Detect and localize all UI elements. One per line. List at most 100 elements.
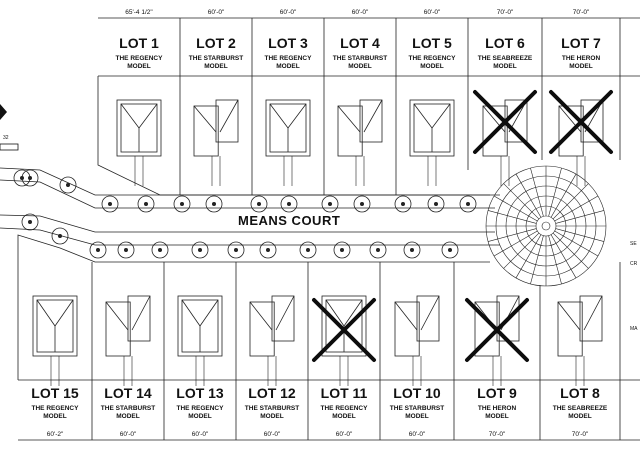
- house-footprint: [116, 99, 162, 157]
- model-label: MODEL: [332, 413, 356, 420]
- tree-icon: [59, 176, 77, 194]
- model-label: MODEL: [204, 63, 228, 70]
- house-footprint: [557, 295, 603, 357]
- model-name: THE STARBURST: [333, 55, 387, 62]
- tree-icon: [151, 241, 169, 259]
- tree-icon: [441, 241, 459, 259]
- tree-icon: [427, 195, 445, 213]
- lot-width: 60'-0": [280, 9, 297, 16]
- model-name: THE STARBURST: [101, 405, 155, 412]
- crossed-out-mark-icon: [465, 298, 529, 362]
- tree-icon: [250, 195, 268, 213]
- lot-number: LOT 10: [393, 385, 441, 401]
- house-footprint: [409, 99, 455, 157]
- model-name: THE SEABREEZE: [553, 405, 608, 412]
- house-footprint: [394, 295, 440, 357]
- model-name: THE REGENCY: [32, 405, 80, 412]
- lot-number: LOT 7: [561, 35, 601, 51]
- crossed-out-mark-icon: [473, 90, 537, 154]
- tree-icon: [353, 195, 371, 213]
- house-footprint: [32, 295, 78, 357]
- model-label: MODEL: [116, 413, 140, 420]
- tree-icon: [137, 195, 155, 213]
- edge-text-right-a: SE: [630, 241, 637, 247]
- edge-text-left: 32: [3, 135, 9, 141]
- lot-number: LOT 11: [321, 385, 368, 401]
- lot-width: 70'-0": [489, 431, 506, 438]
- tree-icon: [205, 195, 223, 213]
- cul-de-sac: [485, 165, 607, 287]
- model-label: MODEL: [568, 413, 592, 420]
- lot-number: LOT 1: [119, 35, 159, 51]
- model-name: THE REGENCY: [116, 55, 164, 62]
- lot-width: 70'-0": [573, 9, 590, 16]
- model-label: MODEL: [260, 413, 284, 420]
- house-footprint: [249, 295, 295, 357]
- model-label: MODEL: [569, 63, 593, 70]
- lot-number: LOT 8: [560, 385, 600, 401]
- lot-number: LOT 13: [176, 385, 224, 401]
- street-name: MEANS COURT: [238, 213, 340, 228]
- tree-icon: [259, 241, 277, 259]
- tree-icon: [21, 213, 39, 231]
- tree-icon: [280, 195, 298, 213]
- lot-number: LOT 5: [412, 35, 452, 51]
- lot-width: 65'-4 1/2": [125, 9, 153, 16]
- model-name: THE STARBURST: [189, 55, 243, 62]
- lot-number: LOT 15: [31, 385, 79, 401]
- house-footprint: [177, 295, 223, 357]
- tree-icon: [21, 169, 39, 187]
- lot-number: LOT 12: [248, 385, 296, 401]
- scale-bar-icon: [0, 143, 19, 151]
- model-name: THE STARBURST: [245, 405, 299, 412]
- tree-icon: [117, 241, 135, 259]
- tree-icon: [227, 241, 245, 259]
- tree-icon: [333, 241, 351, 259]
- lot-number: LOT 9: [477, 385, 517, 401]
- model-name: THE REGENCY: [321, 405, 369, 412]
- tree-icon: [89, 241, 107, 259]
- tree-icon: [394, 195, 412, 213]
- lot-width: 60'-0": [424, 9, 441, 16]
- tree-icon: [369, 241, 387, 259]
- lot-width: 60'-0": [208, 9, 225, 16]
- lot-boundaries: [0, 17, 640, 441]
- house-footprint: [321, 295, 367, 357]
- model-label: MODEL: [43, 413, 67, 420]
- house-footprint: [337, 99, 383, 157]
- tree-icon: [101, 195, 119, 213]
- model-label: MODEL: [127, 63, 151, 70]
- lot-number: LOT 6: [485, 35, 525, 51]
- model-name: THE HERON: [478, 405, 517, 412]
- tree-icon: [459, 195, 477, 213]
- lot-width: 60'-0": [264, 431, 281, 438]
- tree-icon: [321, 195, 339, 213]
- model-name: THE STARBURST: [390, 405, 444, 412]
- lot-width: 60'-2": [47, 431, 64, 438]
- model-label: MODEL: [276, 63, 300, 70]
- lot-number: LOT 2: [196, 35, 236, 51]
- tree-icon: [191, 241, 209, 259]
- model-label: MODEL: [188, 413, 212, 420]
- model-name: THE REGENCY: [265, 55, 313, 62]
- lot-width: 70'-0": [572, 431, 589, 438]
- model-name: THE HERON: [562, 55, 601, 62]
- edge-text-right-c: MA: [630, 326, 638, 332]
- lot-dividers: [91, 18, 621, 440]
- model-label: MODEL: [348, 63, 372, 70]
- lot-number: LOT 3: [268, 35, 308, 51]
